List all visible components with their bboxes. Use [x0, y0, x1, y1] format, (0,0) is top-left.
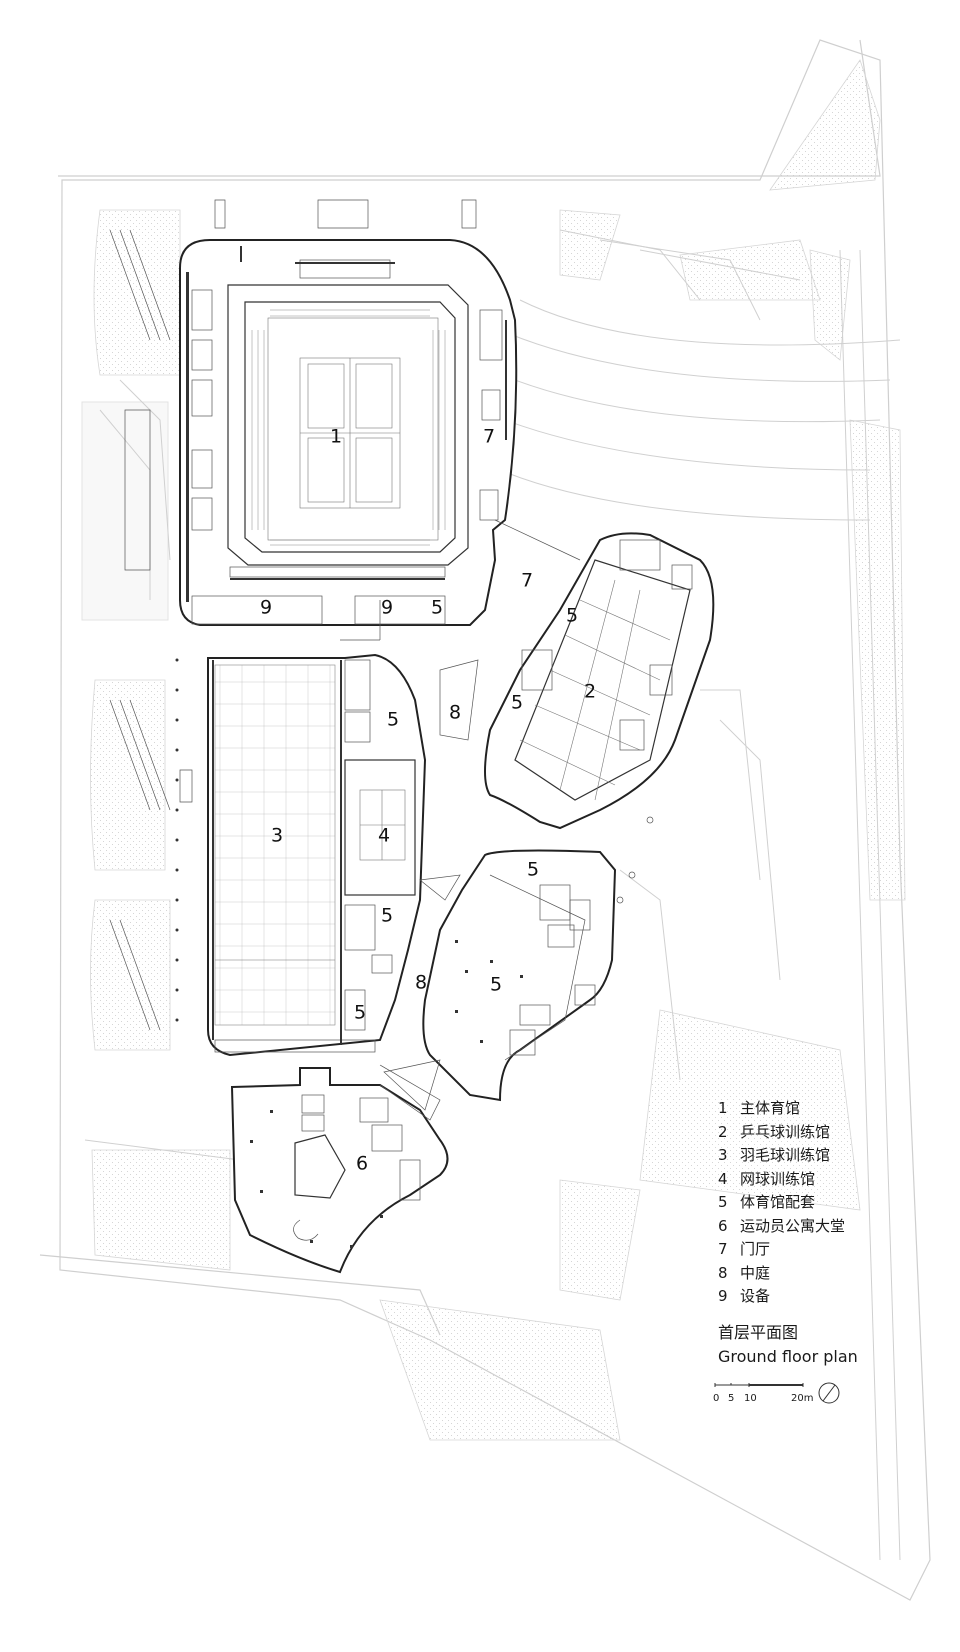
legend-label: 网球训练馆: [740, 1169, 816, 1188]
plan-label-support: 5: [387, 709, 399, 731]
plan-label-support: 5: [431, 597, 443, 619]
caption-title-en: Ground floor plan: [718, 1347, 858, 1366]
athlete-lobby-building: [230, 1064, 449, 1274]
scale-tick-label: 0: [713, 1393, 720, 1404]
plan-label-badminton: 3: [271, 825, 283, 847]
atrium-elements: [340, 519, 654, 1111]
plan-label-athlete-lobby: 6: [356, 1153, 368, 1175]
plan-label-equipment: 9: [260, 597, 272, 619]
scale-tick-label: 20m: [791, 1393, 814, 1404]
plan-label-equipment: 9: [381, 597, 393, 619]
plan-label-support: 5: [527, 859, 539, 881]
legend-number: 6: [718, 1216, 728, 1235]
legend-item: 9 设备: [718, 1285, 845, 1309]
legend-label: 门厅: [740, 1240, 771, 1258]
legend-label: 设备: [740, 1287, 771, 1305]
legend-number: 9: [718, 1287, 728, 1305]
legend-item: 4 网球训练馆: [718, 1168, 845, 1192]
legend-number: 1: [718, 1099, 728, 1117]
legend-label: 体育馆配套: [740, 1193, 816, 1211]
legend-label: 主体育馆: [740, 1099, 801, 1117]
table-tennis-building: [484, 532, 715, 830]
legend-item: 3 羽毛球训练馆: [718, 1144, 845, 1168]
legend-item: 1 主体育馆: [718, 1097, 845, 1121]
plan-label-support: 5: [354, 1002, 366, 1024]
legend-label: 中庭: [740, 1263, 771, 1282]
legend-item: 7 门厅: [718, 1238, 845, 1262]
support-building: [422, 849, 617, 1102]
legend-number: 3: [718, 1146, 728, 1164]
plan-caption: 首层平面图 Ground floor plan: [718, 1321, 858, 1369]
plan-label-entrance-hall: 7: [483, 426, 495, 448]
legend-item: 5 体育馆配套: [718, 1191, 845, 1215]
legend-label: 羽毛球训练馆: [740, 1146, 831, 1164]
scale-bar-graphic: [714, 1382, 840, 1404]
legend: 1 主体育馆 2 乒乓球训练馆 3 羽毛球训练馆 4 网球训练馆 5 体育馆配套 6 运动员…: [718, 1097, 845, 1309]
plan-label-support: 5: [566, 605, 578, 627]
main-gym-building: [179, 239, 518, 626]
legend-number: 2: [718, 1122, 728, 1141]
plan-label-table-tennis: 2: [584, 681, 596, 703]
north-arrow-icon: [818, 1382, 840, 1404]
caption-title-cn: 首层平面图: [718, 1323, 799, 1342]
scale-bar: 0 5 10 20m: [713, 1381, 893, 1421]
legend-number: 8: [718, 1263, 728, 1282]
plan-label-main-gym: 1: [330, 426, 342, 448]
scale-tick-label: 10: [744, 1393, 757, 1404]
plan-label-support: 5: [490, 974, 502, 996]
legend-item: 6 运动员公寓大堂: [718, 1215, 845, 1239]
plan-label-atrium: 8: [415, 972, 427, 994]
plan-label-tennis: 4: [378, 825, 390, 847]
scale-tick-label: 5: [728, 1393, 735, 1404]
plan-label-support: 5: [381, 905, 393, 927]
legend-label: 运动员公寓大堂: [740, 1216, 846, 1235]
badminton-tennis-building: [207, 653, 427, 1057]
zone-labels: 1 7 7 9 9 5 5 2 5 8 5 3 4 5 5 8 5 5 6: [260, 426, 596, 1175]
legend-item: 2 乒乓球训练馆: [718, 1121, 845, 1145]
legend-number: 7: [718, 1240, 728, 1258]
plan-label-atrium: 8: [449, 702, 461, 724]
legend-number: 4: [718, 1169, 728, 1188]
legend-item: 8 中庭: [718, 1262, 845, 1286]
plan-label-support: 5: [511, 692, 523, 714]
site-context: [39, 39, 931, 1601]
plan-label-entrance-hall: 7: [521, 570, 533, 592]
legend-number: 5: [718, 1193, 728, 1211]
legend-label: 乒乓球训练馆: [740, 1122, 831, 1141]
